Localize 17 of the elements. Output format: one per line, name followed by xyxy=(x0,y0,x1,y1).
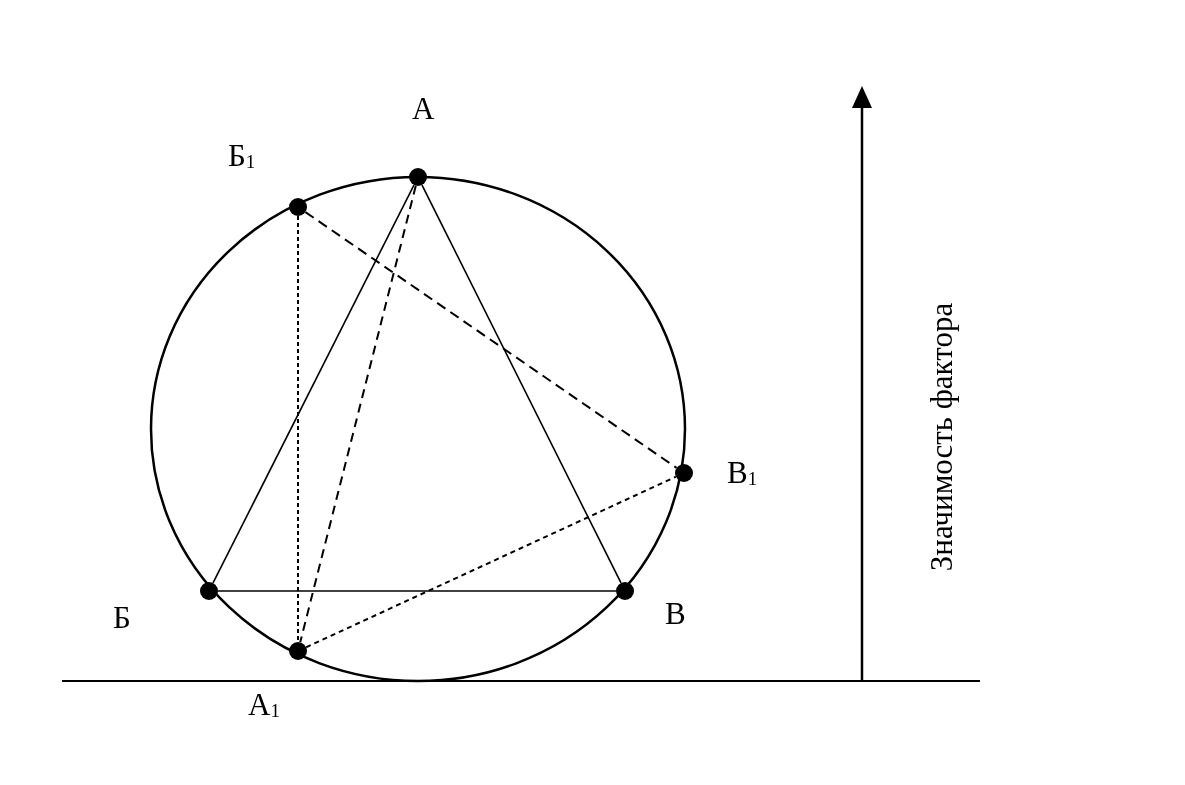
point-label: В xyxy=(665,597,686,631)
dashed-line xyxy=(305,475,677,649)
point-dot xyxy=(289,642,307,660)
line-segment xyxy=(212,184,415,584)
point-label: Б xyxy=(113,601,131,635)
dashed-line xyxy=(297,215,299,643)
line-segment xyxy=(421,184,622,584)
point-dot xyxy=(289,198,307,216)
dashed-line xyxy=(299,184,417,644)
point-dot xyxy=(616,582,634,600)
axis-label: Значимость фактора xyxy=(924,302,960,572)
point-dot xyxy=(675,464,693,482)
point-dot xyxy=(200,582,218,600)
point-dot xyxy=(409,168,427,186)
dashed-line xyxy=(304,211,678,469)
point-label: А xyxy=(412,92,435,126)
line-segment xyxy=(217,590,617,592)
